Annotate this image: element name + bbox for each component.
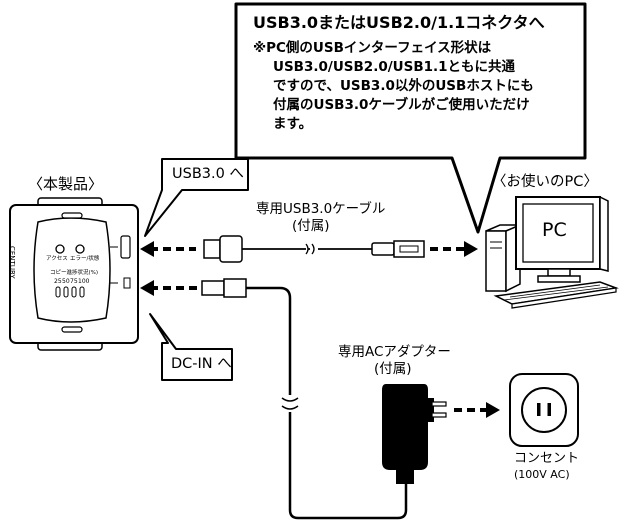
dc-callout-label: DC-IN へ	[171, 356, 232, 372]
usb-callout-bubble	[144, 158, 249, 237]
callout-line-3: ですので、USB3.0以外のUSBホストにも	[273, 78, 534, 94]
progress-heading: コピー進捗状況(%)	[50, 270, 99, 276]
ac-adapter-illustration	[382, 384, 500, 484]
progress-mark-75: 75	[70, 278, 78, 285]
pc-screen-text: PC	[542, 219, 567, 241]
led-label-access: アクセス	[46, 256, 68, 262]
callout-line-1: ※PC側のUSBインターフェイス形状は	[253, 40, 492, 56]
device-label: 〈本製品〉	[28, 175, 104, 193]
progress-mark-50: 50	[62, 278, 70, 285]
device-illustration	[9, 197, 139, 351]
callout-line-4: 付属のUSB3.0ケーブルがご使用いただけ	[273, 97, 530, 113]
outlet-name: コンセント	[514, 451, 580, 466]
usb-callout-label: USB3.0 へ	[172, 166, 244, 182]
callout-line-5: ます。	[273, 116, 313, 132]
callout-title: USB3.0またはUSB2.0/1.1コネクタへ	[253, 13, 545, 32]
callout-line-2: USB3.0/USB2.0/USB1.1ともに共通	[273, 59, 516, 75]
led-label-error: エラー/状態	[70, 256, 100, 262]
usb-cable	[140, 235, 478, 263]
device-brand: CENTURY	[8, 246, 16, 279]
usb-cable-name: 専用USB3.0ケーブル	[256, 201, 386, 217]
usb-cable-note: (付属)	[292, 218, 330, 234]
progress-mark-100: 100	[78, 278, 90, 285]
wall-outlet-illustration	[509, 373, 579, 447]
ac-adapter-name: 専用ACアダプター	[338, 344, 451, 360]
top-callout-bubble	[234, 2, 587, 234]
pc-illustration	[485, 195, 619, 309]
ac-adapter-note: (付属)	[374, 361, 412, 377]
progress-mark-25: 25	[54, 278, 62, 285]
outlet-spec: (100V AC)	[514, 468, 570, 481]
dc-cable	[140, 278, 408, 520]
dc-callout-bubble	[149, 313, 233, 381]
callout-body: ※PC側のUSBインターフェイス形状は USB3.0/USB2.0/USB1.1…	[253, 39, 583, 134]
pc-label: 〈お使いのPC〉	[492, 174, 598, 190]
